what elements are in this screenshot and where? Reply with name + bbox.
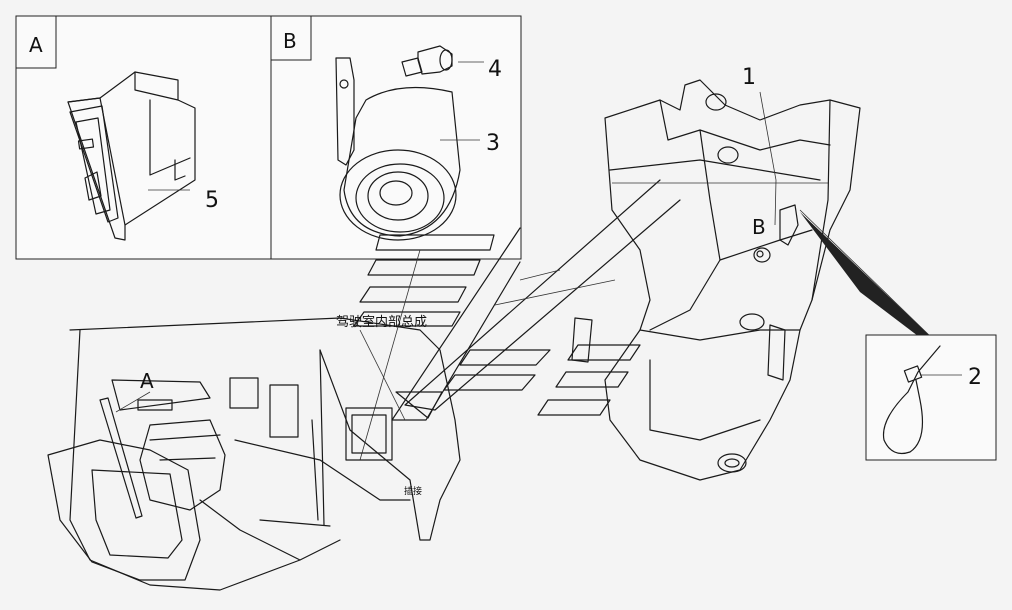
callout-1: 1 [742,65,756,90]
lever [99,397,143,519]
cab-interior [47,317,461,591]
switch-panel [111,379,211,411]
view-marker-a: A [140,369,154,393]
tie-detail-frame [865,334,997,461]
callout-4: 4 [488,57,502,82]
bolt [401,45,453,77]
detail-view-tie: 2 [865,334,997,461]
detail-view-a: A 5 [15,15,272,260]
cable-clip [779,204,799,246]
projection-bands [353,179,681,461]
detail-wedge [800,212,930,336]
control-box-1 [229,377,259,409]
detail-b-label: B [283,29,297,53]
view-marker-b: B [752,215,766,239]
detail-b-frame [270,15,522,260]
cylindrical-part [339,86,461,241]
detail-b-label-box [270,15,312,61]
callout-5: 5 [205,188,219,213]
small-note: 插接 [404,485,422,497]
mounting-bracket [335,57,355,166]
rocker-switch [67,71,196,241]
detail-a-label: A [29,33,43,57]
assembly-note: 驾驶室内部总成 [336,314,427,330]
control-box-3 [345,407,393,461]
control-box-2 [269,384,299,438]
detail-view-b: B 4 3 [270,15,522,260]
horn-in-place [753,247,771,263]
callout-3: 3 [486,131,500,156]
callout-2: 2 [968,365,982,390]
cable-tie [882,345,941,455]
detail-a-label-box [15,15,57,69]
detail-a-frame [15,15,272,260]
chassis-frame [494,79,931,481]
